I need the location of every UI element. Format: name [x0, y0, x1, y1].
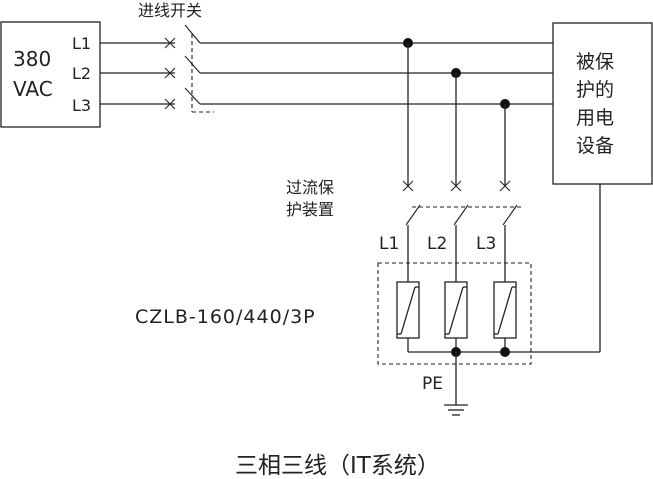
- pe-label: PE: [422, 374, 443, 394]
- spd-label-l3: L3: [476, 234, 496, 254]
- overcurrent-cross-marks: [402, 180, 511, 192]
- ground-icon: [444, 404, 468, 416]
- spd-label-l1: L1: [379, 234, 399, 254]
- source-voltage: 380: [13, 47, 51, 71]
- equipment-label-4: 设备: [576, 135, 614, 157]
- power-source-box: [0, 21, 101, 128]
- equipment-label-1: 被保: [576, 51, 614, 73]
- source-phase-l2: L2: [72, 64, 91, 83]
- junction-bus-l3: [500, 347, 510, 357]
- varistor-l1: [396, 281, 420, 339]
- overcurrent-blades: [405, 204, 518, 226]
- spd-label-l2: L2: [427, 234, 447, 254]
- varistor-l3: [493, 281, 517, 339]
- incoming-switch-label: 进线开关: [138, 1, 202, 20]
- equipment-label-2: 护的: [576, 79, 614, 101]
- source-unit: VAC: [13, 77, 53, 101]
- source-phase-l1: L1: [72, 34, 91, 53]
- overcurrent-label-1: 过流保: [286, 178, 334, 197]
- equipment-label-3: 用电: [576, 107, 614, 129]
- overcurrent-label-2: 护装置: [286, 200, 334, 219]
- diagram-caption: 三相三线（IT系统）: [235, 453, 440, 479]
- varistor-l2: [444, 281, 468, 339]
- source-phase-l3: L3: [72, 96, 91, 115]
- spd-enclosure: [377, 262, 532, 365]
- protected-equipment-box: [552, 22, 653, 185]
- switch-cross-marks: [164, 37, 176, 110]
- spd-model-label: CZLB-160/440/3P: [135, 306, 316, 328]
